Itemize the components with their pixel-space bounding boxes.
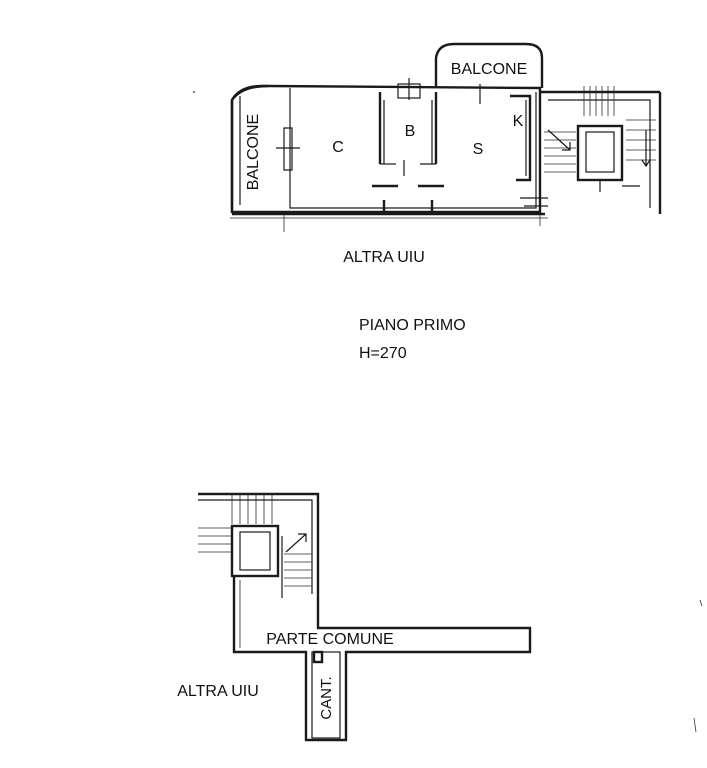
top-balcony-label: BALCONE (451, 61, 527, 78)
cellar-label: CANT. (318, 676, 335, 719)
margin-mark-2 (699, 599, 703, 607)
stray-dot (193, 91, 195, 93)
lower-stair-outline (198, 492, 320, 598)
common-corridor-outline (232, 576, 532, 742)
room-c-label: C (332, 139, 344, 156)
lower-stair-inner (198, 499, 313, 594)
door-b (403, 160, 436, 176)
cellar-door (312, 650, 324, 664)
upper-neighbor-label: ALTRA UIU (343, 249, 425, 266)
room-b-label: B (405, 123, 416, 140)
upper-staircase (540, 86, 662, 214)
left-balcony-outline (230, 84, 268, 212)
apartment-outline (230, 84, 542, 214)
apartment-inner-wall-line (289, 88, 537, 209)
lower-staircase (198, 492, 320, 598)
top-balcony-outline (434, 42, 544, 88)
kitchen-wall (510, 94, 532, 182)
left-balcony-label: BALCONE (245, 114, 262, 190)
room-s-label: S (473, 141, 484, 158)
lower-lift (230, 524, 280, 578)
ground-plan: PARTE COMUNE CANT. ALTRA UIU (177, 492, 703, 742)
floor-height: H=270 (359, 345, 407, 362)
cellar-outline (311, 651, 341, 739)
first-floor-plan: BALCONE BALCONE C B S K ALTRA UIU PIANO … (193, 42, 662, 362)
stair-inner (548, 99, 651, 208)
floor-title: PIANO PRIMO (359, 317, 466, 334)
room-k-label: K (513, 113, 524, 130)
lower-neighbor-label: ALTRA UIU (177, 683, 259, 700)
stair-outline (540, 90, 662, 214)
window-c-left (276, 127, 300, 171)
common-area-label: PARTE COMUNE (266, 631, 393, 648)
margin-mark (693, 717, 697, 733)
